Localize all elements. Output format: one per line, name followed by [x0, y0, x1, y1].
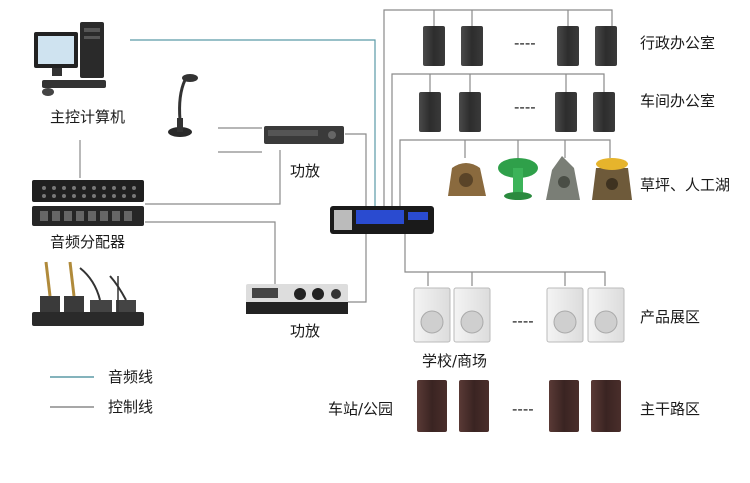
- ellipsis-row-4: ----: [512, 400, 534, 418]
- label-audio-distributor: 音频分配器: [50, 233, 126, 251]
- label-product-area: 产品展区: [640, 308, 701, 326]
- wireless-mic-system-icon: [32, 261, 144, 326]
- distributor-icon: [32, 180, 144, 226]
- central-player-icon: [330, 206, 434, 234]
- label-main-road: 主干路区: [640, 400, 701, 418]
- speaker-row-road: [417, 380, 621, 432]
- label-station-park: 车站/公园: [328, 400, 394, 418]
- microphone-icon: [168, 74, 198, 137]
- ellipsis-row-1: ----: [514, 34, 536, 52]
- legend-audio-label: 音频线: [108, 368, 154, 386]
- speaker-row-product: [413, 287, 625, 343]
- amplifier-top-icon: [264, 126, 344, 144]
- ellipsis-row-2: ----: [514, 98, 536, 116]
- label-admin-office: 行政办公室: [640, 34, 716, 52]
- label-lawn-lake: 草坪、人工湖: [640, 176, 731, 194]
- speaker-row-workshop: [419, 92, 615, 132]
- ellipsis-row-3: ----: [512, 312, 534, 330]
- computer-icon: [34, 22, 106, 96]
- label-amplifier-top: 功放: [290, 162, 321, 180]
- label-master-computer: 主控计算机: [50, 108, 126, 126]
- legend-control-label: 控制线: [108, 398, 154, 416]
- label-school-mall: 学校/商场: [422, 352, 488, 370]
- label-amplifier-bottom: 功放: [290, 322, 321, 340]
- control-lines: [79, 9, 613, 303]
- amplifier-bottom-icon: [246, 284, 348, 314]
- audio-line-computer: [130, 39, 376, 208]
- speaker-row-admin: [423, 26, 617, 66]
- label-workshop-office: 车间办公室: [640, 92, 716, 110]
- garden-speakers: [448, 156, 632, 200]
